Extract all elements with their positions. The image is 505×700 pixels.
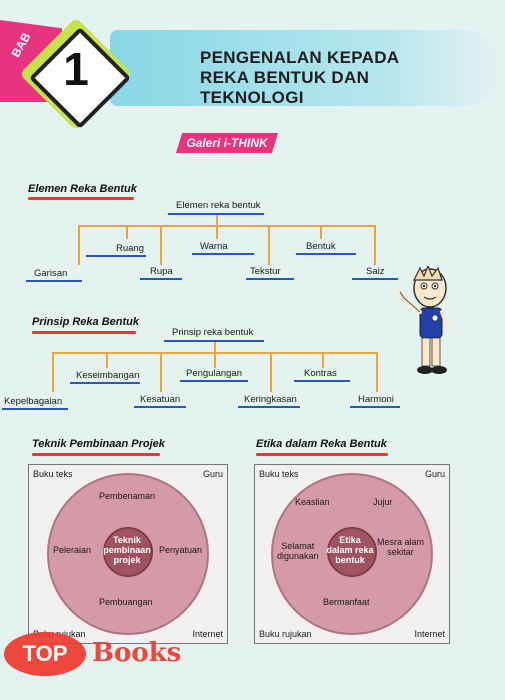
prinsip-node-kepelbagaian: Kepelbagaian xyxy=(4,396,63,407)
galeri-ithink-badge: Galeri i-THINK xyxy=(176,133,278,153)
elemen-node-tekstur: Tekstur xyxy=(250,266,281,277)
prinsip-node-keseimbangan: Keseimbangan xyxy=(76,370,140,381)
teknik-penyatuan: Penyatuan xyxy=(159,545,203,555)
teknik-peleraian: Peleraian xyxy=(53,545,92,555)
elemen-node-warna: Warna xyxy=(200,241,228,252)
etika-corner-buku-rujukan: Buku rujukan xyxy=(259,629,312,639)
etika-title-underline xyxy=(256,453,388,456)
topbooks-watermark: TOP Books xyxy=(4,632,194,676)
etika-bermanfaat: Bermanfaat xyxy=(323,597,370,607)
teknik-section-title: Teknik Pembinaan Projek xyxy=(32,438,165,450)
prinsip-node-kontras: Kontras xyxy=(304,368,337,379)
etika-section-title: Etika dalam Reka Bentuk xyxy=(256,438,387,450)
teknik-center-label: Teknik pembinaan projek xyxy=(103,535,151,565)
teknik-pembuangan: Pembuangan xyxy=(99,597,153,607)
etika-corner-guru: Guru xyxy=(424,469,445,479)
teknik-corner-internet: Internet xyxy=(192,629,223,639)
title-brush-background xyxy=(110,30,500,106)
elemen-branch-line xyxy=(78,225,374,227)
elemen-node-ruang: Ruang xyxy=(116,243,144,254)
etika-mesra-alam-sekitar: Mesra alam sekitar xyxy=(377,537,425,557)
prinsip-node-pengulangan: Pengulangan xyxy=(186,368,242,379)
etika-keaslian: Keaslian xyxy=(295,497,330,507)
etika-inner-circle xyxy=(327,527,377,577)
teknik-corner-guru: Guru xyxy=(202,469,223,479)
chapter-number: 1 xyxy=(63,43,89,95)
etika-panel: Buku teks Guru Buku rujukan Internet Eti… xyxy=(254,464,450,644)
chapter-badge: 1 xyxy=(19,17,133,131)
prinsip-section-title: Prinsip Reka Bentuk xyxy=(32,316,139,328)
etika-selamat-digunakan: Selamat digunakan xyxy=(277,541,319,561)
elemen-section-title: Elemen Reka Bentuk xyxy=(28,183,137,195)
chapter-title-line-2: REKA BENTUK DAN TEKNOLOGI xyxy=(200,68,370,107)
prinsip-root: Prinsip reka bentuk xyxy=(172,327,254,338)
elemen-node-garisan: Garisan xyxy=(34,268,68,279)
elemen-root: Elemen reka bentuk xyxy=(176,200,261,211)
etika-center-label: Etika dalam reka bentuk xyxy=(326,535,374,565)
watermark-top-label: TOP xyxy=(4,632,86,676)
teknik-panel: Buku teks Guru Buku rujukan Internet Tek… xyxy=(28,464,228,644)
teknik-inner-circle xyxy=(103,527,153,577)
elemen-node-saiz: Saiz xyxy=(366,266,385,277)
cartoon-boy-illustration xyxy=(398,266,450,374)
elemen-node-rupa: Rupa xyxy=(150,266,173,277)
etika-jujur: Jujur xyxy=(373,497,393,507)
chapter-title-line-1: PENGENALAN KEPADA xyxy=(200,48,400,67)
teknik-pembenaman: Pembenaman xyxy=(99,491,156,501)
teknik-corner-buku-teks: Buku teks xyxy=(33,469,73,479)
watermark-books-label: Books xyxy=(92,638,182,668)
elemen-title-underline xyxy=(28,197,134,200)
prinsip-node-keringkasan: Keringkasan xyxy=(244,394,297,405)
prinsip-node-harmoni: Harmoni xyxy=(358,394,394,405)
prinsip-title-underline xyxy=(32,331,136,334)
etika-corner-buku-teks: Buku teks xyxy=(259,469,299,479)
elemen-node-bentuk: Bentuk xyxy=(306,241,336,252)
teknik-title-underline xyxy=(32,453,160,456)
etika-corner-internet: Internet xyxy=(414,629,445,639)
prinsip-node-kesatuan: Kesatuan xyxy=(140,394,181,405)
